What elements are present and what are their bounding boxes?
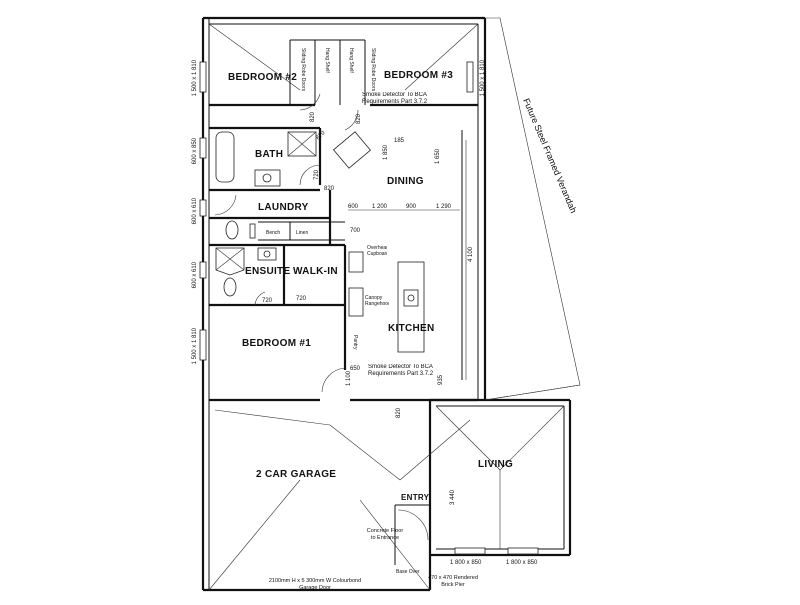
dim-700: 700 (350, 228, 361, 234)
base-over-label: Base Over (396, 569, 420, 575)
dim-1100: 1 100 (346, 370, 352, 386)
room-labels: BEDROOM #2 BEDROOM #3 BATH DINING LAUNDR… (228, 70, 513, 502)
bench-label: Bench (266, 230, 280, 236)
dim-935: 935 (438, 374, 444, 385)
dim-720-c: 720 (296, 296, 307, 302)
internal-walls (209, 39, 478, 565)
window-living-1: 1 800 x 850 (450, 560, 482, 566)
dim-820-b: 820 (356, 113, 362, 124)
roof-lines (208, 17, 581, 591)
garage-door-note: 2100mm H x 5 300mm W Colourbond Garage D… (268, 578, 362, 591)
room-ensuite: ENSUITE (245, 266, 290, 277)
hang-shelf-right-label: Hang Shelf (348, 48, 354, 73)
room-bedroom1: BEDROOM #1 (242, 338, 311, 349)
window-ensuite: 600 x 610 (192, 261, 198, 288)
robe-left-label: Sliding Robe Doors (300, 48, 306, 92)
canopy-rangehood-label: Canopy Rangehood (365, 295, 389, 307)
dim-4100: 4 100 (468, 246, 474, 262)
room-bedroom3: BEDROOM #3 (384, 70, 453, 81)
dim-1650: 1 650 (435, 148, 441, 164)
robe-right-label: Sliding Robe Doors (370, 48, 376, 92)
dim-1290: 1 290 (436, 204, 452, 210)
window-laundry: 600 x 610 (192, 197, 198, 224)
dim-3440: 3 440 (450, 489, 456, 505)
smoke-detector-note-2: Smoke Detector To BCA Requirements Part … (368, 364, 434, 377)
window-bed3: 1 500 x 1 810 (480, 59, 486, 96)
dim-900: 900 (406, 204, 417, 210)
room-laundry: LAUNDRY (258, 202, 309, 213)
dimensions: 820 820 820 820 870 720 720 720 700 600 … (262, 111, 474, 505)
dim-600: 600 (348, 204, 359, 210)
room-entry: ENTRY (401, 493, 430, 502)
dim-870: 870 (315, 130, 327, 142)
room-living: LIVING (478, 459, 513, 470)
room-kitchen: KITCHEN (388, 323, 435, 334)
overhead-cupboards-label: Overhead Cupboards (367, 245, 387, 257)
smoke-detector-note-1: Smoke Detector To BCA Requirements Part … (362, 92, 428, 105)
hang-shelf-left-label: Hang Shelf (324, 48, 330, 73)
room-bath: BATH (255, 149, 283, 160)
dim-650: 650 (350, 366, 361, 372)
dim-720-a: 720 (314, 169, 320, 180)
room-walkin: WALK-IN (293, 266, 338, 277)
dim-720-b: 720 (262, 298, 273, 304)
window-sizes: 1 500 x 1 810 1 500 x 1 810 600 x 850 60… (192, 59, 538, 566)
linen-label: Linen (296, 230, 308, 236)
brick-pier-note: 470 x 470 Rendered Brick Pier (428, 575, 478, 588)
dim-1850: 1 850 (383, 144, 389, 160)
dim-820-a: 820 (310, 111, 316, 122)
dim-1200: 1 200 (372, 204, 388, 210)
dim-820-c: 820 (324, 186, 335, 192)
room-garage: 2 CAR GARAGE (256, 469, 336, 480)
window-living-2: 1 800 x 850 (506, 560, 538, 566)
window-bed1: 1 500 x 1 810 (192, 327, 198, 364)
dim-820-d: 820 (396, 407, 402, 418)
room-dining: DINING (387, 176, 424, 187)
window-bed2: 1 500 x 1 810 (192, 59, 198, 96)
pantry-label: Pantry (352, 335, 358, 350)
concrete-floor-note: Concrete Floor to Entrance (366, 528, 404, 541)
window-bath: 600 x 850 (192, 137, 198, 164)
fixtures (199, 61, 539, 555)
room-bedroom2: BEDROOM #2 (228, 72, 297, 83)
dim-185: 185 (394, 138, 405, 144)
